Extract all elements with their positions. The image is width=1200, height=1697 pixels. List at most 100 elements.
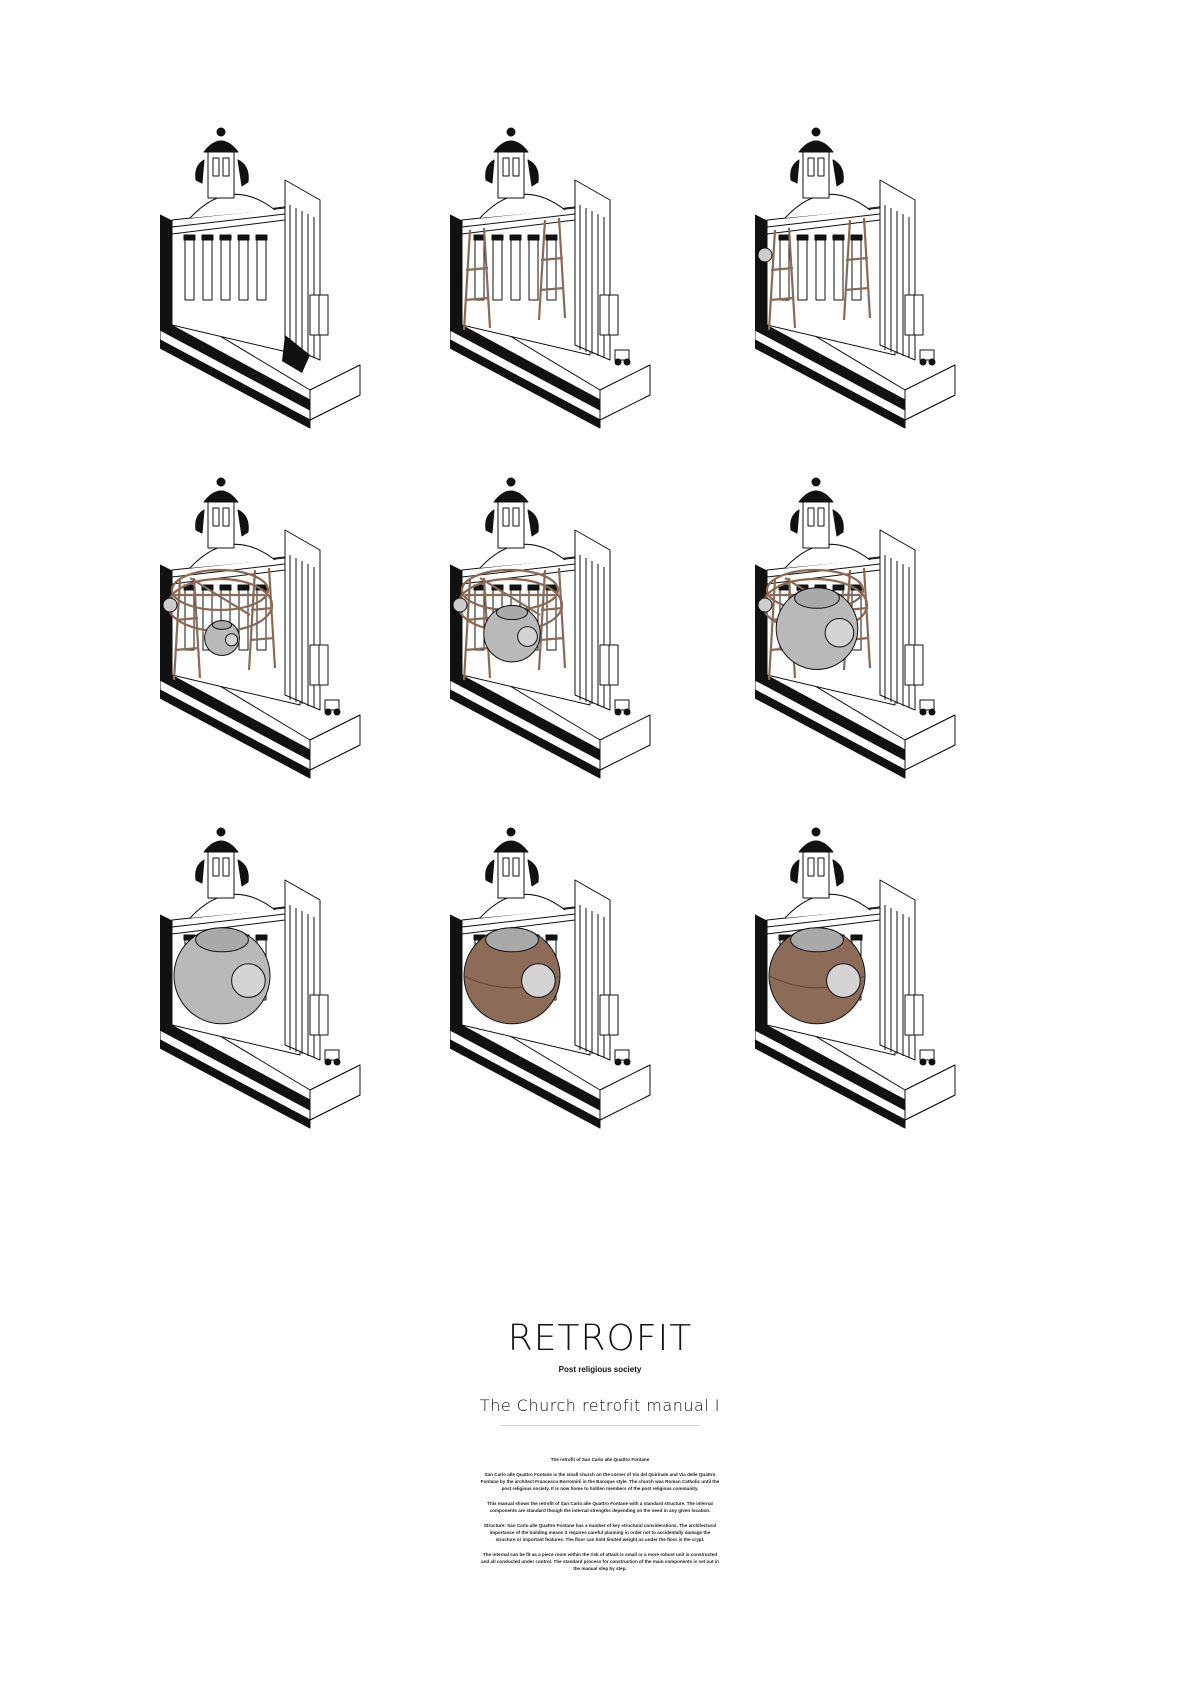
winch-wheel	[757, 597, 773, 613]
column-capital	[255, 234, 268, 241]
church-building	[755, 127, 956, 429]
interior-column	[184, 239, 195, 301]
lantern-cap	[203, 140, 239, 153]
left-cut-wall	[450, 914, 463, 1026]
machine-wheel	[333, 708, 341, 716]
interior-column	[238, 589, 249, 651]
base-slab-shadow	[755, 689, 906, 779]
machinery	[614, 699, 631, 716]
base-slab-shadow	[755, 1039, 906, 1129]
floor-cut	[160, 318, 311, 411]
machinery	[324, 699, 341, 716]
side-scroll	[790, 859, 800, 884]
stage-panel-4	[160, 470, 400, 800]
column-capital	[509, 584, 522, 591]
base-slab-side	[309, 1064, 361, 1121]
lantern-window	[212, 507, 220, 527]
stage-panel-5	[450, 470, 690, 800]
column-capital	[832, 234, 845, 241]
finial	[216, 127, 226, 137]
column-capital	[527, 234, 540, 241]
lantern-window	[222, 157, 230, 177]
base-slab-side	[599, 1064, 651, 1121]
side-scroll	[832, 509, 844, 537]
church-building	[160, 477, 361, 779]
lantern-cap	[203, 490, 239, 503]
machine-wheel	[324, 708, 332, 716]
column-capital	[201, 234, 214, 241]
side-scroll	[237, 509, 249, 537]
lantern-cap	[798, 490, 834, 503]
machine-block	[324, 1049, 340, 1061]
finial	[506, 127, 516, 137]
column-capital	[850, 934, 863, 941]
interior-column	[528, 239, 539, 301]
side-scroll	[527, 859, 539, 887]
column-capital	[237, 584, 250, 591]
sphere-cap	[485, 927, 539, 953]
frame-beam	[479, 577, 541, 616]
lantern-window	[502, 857, 510, 877]
winch-wheel	[162, 597, 178, 613]
lantern-cap	[203, 840, 239, 853]
lantern-window	[212, 157, 220, 177]
column-capital	[219, 584, 232, 591]
sphere-cap	[211, 620, 233, 630]
floor-cut	[450, 1018, 601, 1111]
machine-wheel	[928, 708, 936, 716]
entablature-line	[461, 913, 576, 928]
machine-wheel	[614, 708, 622, 716]
column-capital	[796, 234, 809, 241]
manual-title: The Church retrofit manual I	[479, 1396, 721, 1415]
lantern	[207, 849, 235, 899]
interior-column	[815, 239, 826, 301]
base-slab-side	[309, 714, 361, 771]
left-cut-wall	[755, 214, 768, 326]
base-slab-shadow	[160, 689, 311, 779]
body-heading: The retrofit of San Carlo alle Quattro F…	[550, 1457, 650, 1462]
machine-wheel	[324, 1058, 332, 1066]
church-section-drawing	[450, 127, 651, 429]
floor-cut	[755, 318, 906, 411]
lantern-window	[512, 507, 520, 527]
base-slab-side	[599, 714, 651, 771]
finial	[216, 827, 226, 837]
machine-block	[919, 1049, 935, 1061]
finial	[811, 827, 821, 837]
floor-cut	[450, 668, 601, 761]
church-building	[450, 477, 651, 779]
frame-ring	[170, 568, 270, 612]
scaffolding	[462, 217, 567, 331]
church-section-drawing	[755, 127, 956, 429]
machine-block	[919, 349, 935, 361]
scaffold-leg	[862, 217, 872, 319]
machine-wheel	[919, 1058, 927, 1066]
scaffold-brace	[539, 636, 565, 642]
stage-panel-1	[160, 120, 400, 450]
finial	[506, 827, 516, 837]
side-scroll	[790, 159, 800, 184]
machine-wheel	[333, 1058, 341, 1066]
stage-panel-9	[755, 820, 995, 1150]
church-section-drawing	[755, 827, 956, 1129]
interior-column	[546, 239, 557, 301]
scaffold-leg	[172, 579, 182, 681]
side-scroll	[195, 159, 205, 184]
side-scroll	[832, 859, 844, 887]
entablature-line	[766, 913, 881, 928]
lantern-window	[222, 507, 230, 527]
lantern-window	[502, 507, 510, 527]
column-capital	[255, 934, 268, 941]
stage-panel-8	[450, 820, 690, 1150]
frame-beam	[189, 577, 251, 616]
church-section-drawing	[160, 827, 361, 1129]
side-scroll	[195, 509, 205, 534]
gate-debris	[282, 335, 310, 373]
interior-column	[510, 239, 521, 301]
column-capital	[850, 234, 863, 241]
sphere-hatch	[224, 633, 239, 647]
church-section-drawing	[755, 477, 956, 779]
lantern	[497, 499, 525, 549]
interior-column	[256, 239, 267, 301]
church-section-drawing	[160, 477, 361, 779]
